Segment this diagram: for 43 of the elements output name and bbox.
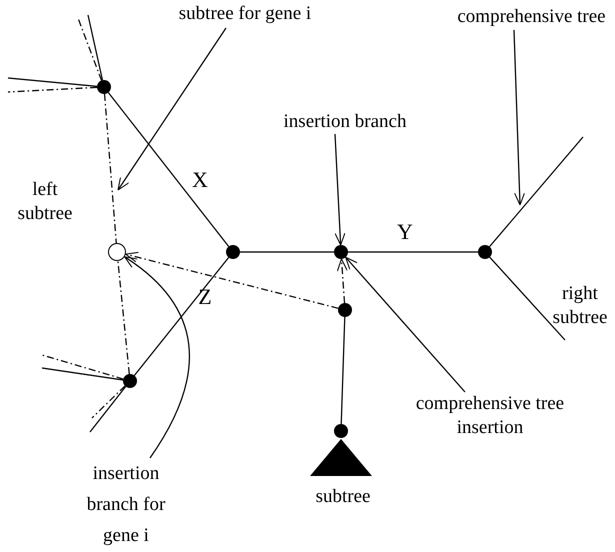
- node-dot: [334, 424, 348, 438]
- tree-branch: [108, 92, 230, 247]
- dash-dot-branch: [104, 94, 117, 244]
- callout-text: subtree for gene i: [150, 2, 340, 26]
- dash-dot-branch: [8, 86, 98, 93]
- edge-label: Z: [197, 285, 213, 309]
- subtree-label: right subtree: [552, 282, 608, 330]
- tree-branch: [87, 14, 104, 80]
- callout-text: insertion branch for gene i: [70, 458, 182, 551]
- callout-text: comprehensive tree insertion: [395, 392, 585, 440]
- dash-dot-branch: [92, 385, 126, 418]
- open-node-circle: [108, 243, 126, 261]
- leader-arrow: [513, 30, 526, 206]
- tree-branch: [489, 136, 584, 248]
- node-dot: [338, 303, 352, 317]
- tree-branch: [340, 316, 346, 424]
- leader-arrow: [124, 256, 190, 458]
- arrow: [336, 258, 348, 304]
- node-dot: [123, 374, 137, 388]
- tree-branch: [134, 257, 230, 376]
- tree-branch: [240, 251, 334, 253]
- tree-branch: [42, 367, 124, 381]
- tree-branch: [90, 386, 126, 432]
- node-dot: [478, 245, 492, 259]
- callout-text: comprehensive tree: [448, 5, 615, 29]
- tree-branch: [489, 256, 566, 340]
- subtree-label: left subtree: [16, 178, 74, 226]
- tree-branch: [8, 77, 98, 87]
- dash-dot-branch: [117, 260, 130, 374]
- subtree-label: subtree: [314, 485, 372, 509]
- dash-dot-branch: [42, 354, 124, 380]
- leader-arrow: [118, 28, 226, 190]
- node-dot: [334, 245, 348, 259]
- edge-label: Y: [396, 220, 414, 244]
- arrow: [125, 252, 338, 309]
- tree-branch: [348, 251, 478, 253]
- callout-text: insertion branch: [260, 110, 430, 134]
- node-dot: [97, 80, 111, 94]
- edge-label: X: [191, 168, 209, 192]
- leader-arrow: [345, 256, 466, 392]
- dash-dot-branch: [77, 18, 102, 81]
- leader-arrow: [334, 134, 346, 246]
- node-dot: [226, 245, 240, 259]
